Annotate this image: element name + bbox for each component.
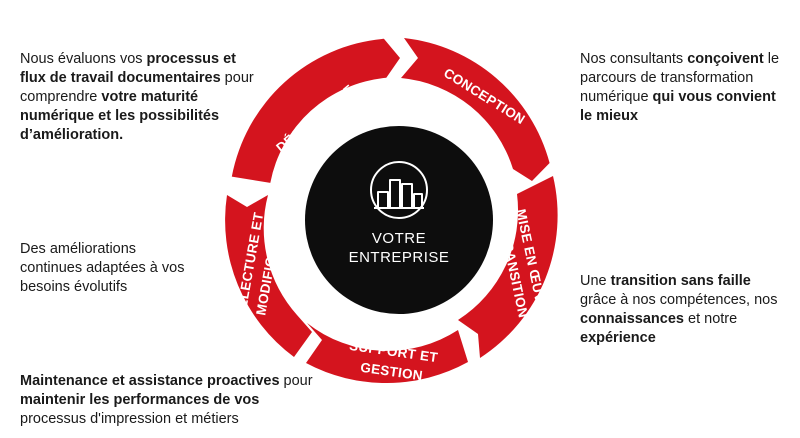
buildings-icon [370,161,428,219]
text-run: grâce à nos compétences, nos [580,292,778,308]
description-decouverte: Nous évaluons vos processus et flux de t… [20,50,260,145]
text-run: Nous évaluons vos [20,51,147,67]
text-run: Des améliorations continues adaptées à v… [20,241,185,295]
text-run: expérience [580,330,656,346]
description-mise-en-oeuvre: Une transition sans faille grâce à nos c… [580,272,790,348]
text-run: Nos consultants [580,51,688,67]
cycle-ring [225,38,558,384]
text-run: pour [279,373,313,389]
description-conception: Nos consultants conçoivent le parcours d… [580,50,790,126]
text-run: votre maturité numérique et les possibil… [20,89,220,143]
center-label-line2: ENTREPRISE [349,249,450,266]
text-run: Maintenance et assistance proactives [20,373,280,389]
text-run: le parcours de transformation numérique [580,51,780,105]
text-run: pour comprendre [20,70,254,105]
segment-relecture[interactable] [225,195,312,357]
text-run: processus et flux de travail documentair… [20,51,237,86]
segment-support-gestion[interactable] [306,323,468,384]
text-run: Une [580,273,611,289]
text-run: conçoivent [687,51,764,67]
center-label-line1: VOTRE [372,230,426,247]
segment-mise-en-oeuvre[interactable] [458,176,558,358]
text-run: maintenir les performances de vos [20,392,260,408]
description-support: Maintenance et assistance proactives pou… [20,372,320,429]
text-run: processus d'impression et métiers [20,411,239,427]
text-run: qui vous convient le mieux [580,89,776,124]
text-run: connaissances [580,311,684,327]
text-run: transition sans faille [610,273,751,289]
segment-conception[interactable] [401,38,550,181]
text-run: et notre [683,311,738,327]
center-circle-group: VOTRE ENTREPRISE [305,126,493,314]
center-circle [305,126,493,314]
segment-decouverte[interactable] [231,38,400,183]
description-relecture: Des améliorations continues adaptées à v… [20,240,190,297]
